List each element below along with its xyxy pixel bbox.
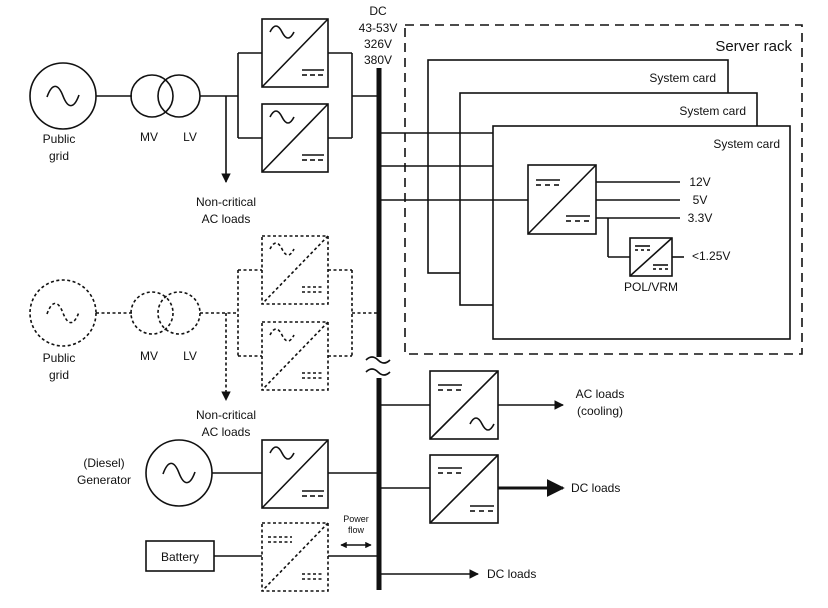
- transformer-1-mv: MV: [140, 130, 158, 144]
- rectifier-2a: [261, 235, 329, 305]
- dc-voltage-2: 326V: [364, 37, 392, 51]
- noncritical-loads-2-l2: AC loads: [202, 425, 251, 439]
- public-grid-2-label-2: grid: [49, 368, 69, 382]
- system-card-middle-label: System card: [679, 104, 746, 118]
- battery-converter: [261, 522, 329, 592]
- ac-loads-label-1: AC loads: [576, 387, 625, 401]
- transformer-2-lv: LV: [183, 349, 197, 363]
- rectifier-1b: [261, 103, 329, 173]
- battery-label: Battery: [161, 550, 199, 564]
- noncritical-loads-1-l2: AC loads: [202, 212, 251, 226]
- generator-rectifier: [261, 439, 329, 509]
- generator-icon: [145, 439, 213, 507]
- transformer-2-mv: MV: [140, 349, 158, 363]
- public-grid-1-label-2: grid: [49, 149, 69, 163]
- server-rack-frame: [404, 24, 803, 355]
- power-flow-label-1: Power: [343, 514, 369, 524]
- dc-bus-label: DC: [369, 4, 387, 18]
- server-rack-title: Server rack: [715, 38, 792, 55]
- dc-voltage-1: 43-53V: [359, 21, 398, 35]
- dc-loads-label-1: DC loads: [571, 481, 620, 495]
- dc-voltage-3: 380V: [364, 53, 392, 67]
- system-card-back-label: System card: [649, 71, 716, 85]
- noncritical-loads-1-l1: Non-critical: [196, 195, 256, 209]
- card-dcdc-converter: [527, 164, 597, 235]
- transformer-1-lv: LV: [183, 130, 197, 144]
- public-grid-2-label-1: Public: [43, 351, 76, 365]
- system-card-front-label: System card: [713, 137, 780, 151]
- output-low-voltage: <1.25V: [692, 249, 730, 263]
- inverter-cooling: [429, 370, 499, 440]
- transformer-2-icon: [130, 291, 201, 335]
- power-flow-label-2: flow: [348, 525, 365, 535]
- public-grid-1-label-1: Public: [43, 132, 76, 146]
- output-3v3: 3.3V: [688, 211, 713, 225]
- pol-vrm-label: POL/VRM: [624, 280, 678, 294]
- ac-loads-label-2: (cooling): [577, 404, 623, 418]
- output-12v: 12V: [689, 175, 710, 189]
- noncritical-loads-2-l1: Non-critical: [196, 408, 256, 422]
- pol-vrm-converter: [629, 237, 673, 277]
- generator-label-1: (Diesel): [83, 456, 124, 470]
- transformer-1-icon: [130, 74, 201, 118]
- generator-label-2: Generator: [77, 473, 131, 487]
- rectifier-2b: [261, 321, 329, 391]
- public-grid-1-icon: [29, 62, 97, 130]
- output-5v: 5V: [693, 193, 708, 207]
- public-grid-2-icon: [29, 279, 97, 347]
- dcdc-converter-loads: [429, 454, 499, 524]
- dc-bus: [365, 68, 391, 590]
- dc-loads-label-2: DC loads: [487, 567, 536, 581]
- rectifier-1a: [261, 18, 329, 88]
